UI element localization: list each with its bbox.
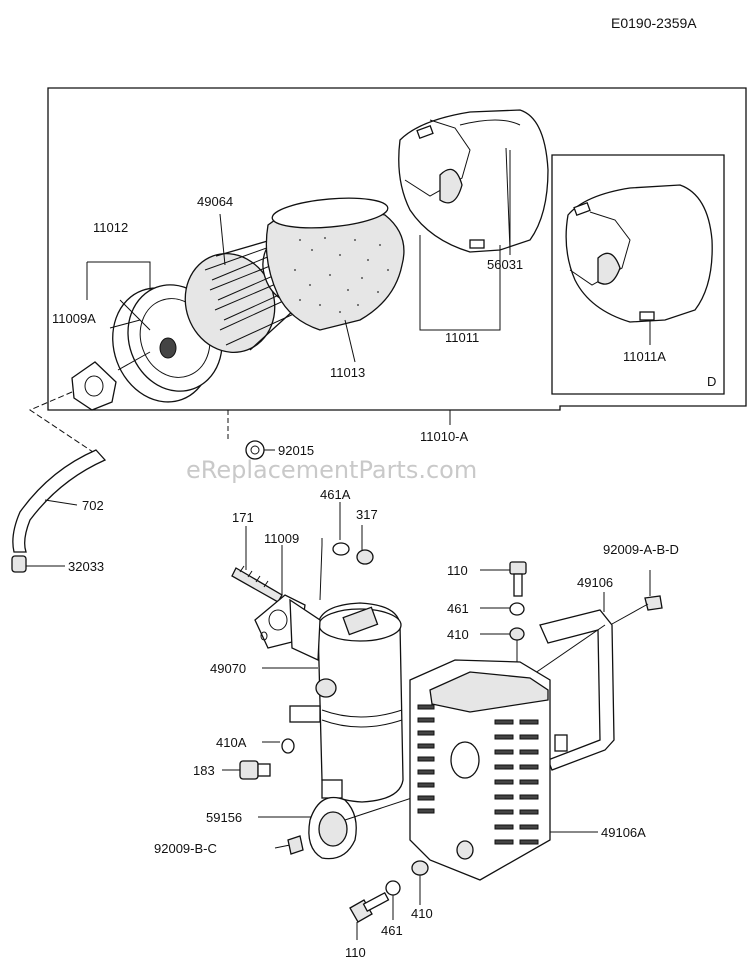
label-92009-B-C: 92009-B-C: [154, 841, 217, 856]
label-11011: 11011: [445, 330, 479, 345]
hose-clamp: [11, 555, 65, 573]
label-11010-A: 11010-A: [420, 429, 469, 444]
spark-arrester-fasteners: [222, 738, 295, 780]
label-702: 702: [82, 498, 104, 513]
label-183: 183: [193, 763, 215, 778]
label-11012: 11012: [93, 220, 128, 235]
label-410-bottom: 410: [411, 906, 433, 921]
label-410-top: 410: [447, 627, 469, 642]
nut-92015: [227, 410, 275, 460]
inset-marker: D: [707, 374, 716, 389]
label-49064: 49064: [197, 194, 233, 209]
label-49070: 49070: [210, 661, 246, 676]
label-461-bottom: 461: [381, 923, 403, 938]
heat-shield-louvers: [417, 704, 539, 845]
label-110-top: 110: [447, 563, 468, 578]
label-171: 171: [232, 510, 254, 525]
label-317: 317: [356, 507, 378, 522]
label-11009: 11009: [264, 531, 299, 546]
label-32033: 32033: [68, 559, 104, 574]
label-11013: 11013: [330, 365, 365, 380]
air-cleaner-leaders: [28, 150, 651, 461]
base-gasket: [71, 361, 117, 411]
label-11011A: 11011A: [623, 349, 666, 364]
top-fasteners: [480, 561, 527, 690]
air-cleaner-cover: [398, 109, 549, 253]
label-56031: 56031: [487, 257, 523, 272]
air-cleaner-frame: [47, 87, 747, 411]
label-410A: 410A: [216, 735, 247, 750]
label-461A: 461A: [320, 487, 351, 502]
stud-171: [231, 526, 283, 603]
heat-shield: [409, 659, 598, 881]
muffler-end-cap: [258, 789, 437, 860]
air-cleaner-group: D: [28, 87, 747, 461]
bottom-fasteners: [349, 860, 429, 940]
breather-hose: [12, 449, 107, 553]
label-461-top: 461: [447, 601, 469, 616]
part-labels: 11012 49064 11009A 11013 11011 56031 110…: [52, 194, 679, 960]
label-59156: 59156: [206, 810, 242, 825]
muffler-body: [262, 598, 404, 803]
label-49106: 49106: [577, 575, 613, 590]
foam-precleaner: [265, 197, 405, 331]
inset-frame: [551, 154, 725, 395]
inset-cover: [565, 184, 713, 323]
washer-nut-stack: [319, 502, 374, 601]
watermark: eReplacementParts.com: [186, 456, 477, 484]
label-49106A: 49106A: [601, 825, 646, 840]
label-110-bottom: 110: [345, 945, 366, 960]
label-92015: 92015: [278, 443, 314, 458]
label-11009A: 11009A: [52, 311, 96, 326]
muffler-bracket: [524, 570, 663, 771]
diagram-reference-code: E0190-2359A: [611, 15, 697, 31]
label-92009-A-B-D: 92009-A-B-D: [603, 542, 679, 557]
